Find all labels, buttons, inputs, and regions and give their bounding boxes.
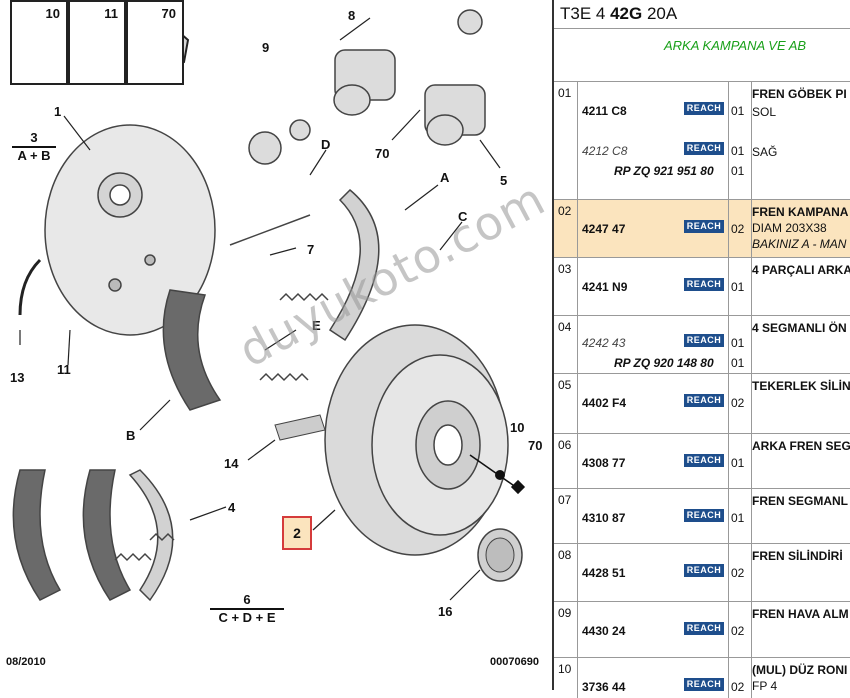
part-box-11[interactable]: 11	[68, 0, 126, 85]
selected-callout-2[interactable]: 2	[282, 516, 312, 550]
parts-diagram: 10 11 70 9 8 1 3 A + B 70 5 D A 7 C E 13…	[6, 0, 554, 668]
table-row-selected[interactable]: 02 4247 47 REACH 02 FREN KAMPANA DIAM 20…	[554, 200, 850, 258]
table-row[interactable]: 05 4402 F4 REACH 02 TEKERLEK SİLİN	[554, 374, 850, 434]
reach-badge: REACH	[684, 394, 724, 407]
callout-11[interactable]: 11	[57, 362, 71, 377]
table-row[interactable]: 06 4308 77 REACH 01 ARKA FREN SEG	[554, 434, 850, 489]
callout-9[interactable]: 9	[262, 40, 270, 55]
reach-badge: REACH	[684, 334, 724, 347]
part-box-10[interactable]: 10	[10, 0, 68, 85]
diagram-date: 08/2010	[6, 656, 46, 668]
parts-list-panel: T3E 4 42G 20A ARKA KAMPANA VE AB 01 4211…	[552, 0, 850, 698]
table-row[interactable]: 04 4242 43 REACH RP ZQ 920 148 80 01 01 …	[554, 316, 850, 374]
reach-badge: REACH	[684, 454, 724, 467]
table-row[interactable]: 03 4241 N9 REACH 01 4 PARÇALI ARKA	[554, 258, 850, 316]
part-box-70[interactable]: 70	[126, 0, 184, 85]
panel-subtitle: ARKA KAMPANA VE AB	[554, 29, 850, 82]
reach-badge: REACH	[684, 678, 724, 691]
panel-title: T3E 4 42G 20A	[554, 0, 850, 29]
callout-8[interactable]: 8	[348, 8, 356, 23]
callout-group-3[interactable]: 3 A + B	[12, 130, 56, 163]
callout-4[interactable]: 4	[228, 500, 236, 515]
reach-badge: REACH	[684, 509, 724, 522]
callout-10[interactable]: 10	[510, 420, 525, 435]
table-row[interactable]: 08 4428 51 REACH 02 FREN SİLİNDİRİ	[554, 544, 850, 602]
reach-badge: REACH	[684, 278, 724, 291]
callout-13[interactable]: 13	[10, 370, 25, 385]
reach-badge: REACH	[684, 142, 724, 155]
callout-D[interactable]: D	[321, 137, 331, 152]
table-row[interactable]: 07 4310 87 REACH 01 FREN SEGMANL	[554, 489, 850, 544]
callout-14[interactable]: 14	[224, 456, 239, 471]
callout-5[interactable]: 5	[500, 173, 508, 188]
reach-badge: REACH	[684, 220, 724, 233]
table-row[interactable]: 09 4430 24 REACH 02 FREN HAVA ALM	[554, 602, 850, 658]
callout-7[interactable]: 7	[307, 242, 315, 257]
table-row[interactable]: 01 4211 C8 REACH 4212 C8 REACH RP ZQ 921…	[554, 82, 850, 200]
reach-badge: REACH	[684, 102, 724, 115]
callout-B[interactable]: B	[126, 428, 136, 443]
callout-C[interactable]: C	[458, 209, 468, 224]
brake-exploded-view	[12, 9, 526, 602]
callout-16[interactable]: 16	[438, 604, 453, 619]
reach-badge: REACH	[684, 622, 724, 635]
callout-A[interactable]: A	[440, 170, 450, 185]
callout-70-hub[interactable]: 70	[528, 438, 543, 453]
callout-group-6[interactable]: 6 C + D + E	[210, 592, 284, 625]
callout-E[interactable]: E	[312, 318, 321, 333]
callout-1[interactable]: 1	[54, 104, 62, 119]
diagram-code: 00070690	[490, 656, 539, 668]
callout-70-cylinder[interactable]: 70	[375, 146, 390, 161]
reach-badge: REACH	[684, 564, 724, 577]
table-row[interactable]: 10 3736 44 REACH 02 (MUL) DÜZ RONI FP 4	[554, 658, 850, 698]
